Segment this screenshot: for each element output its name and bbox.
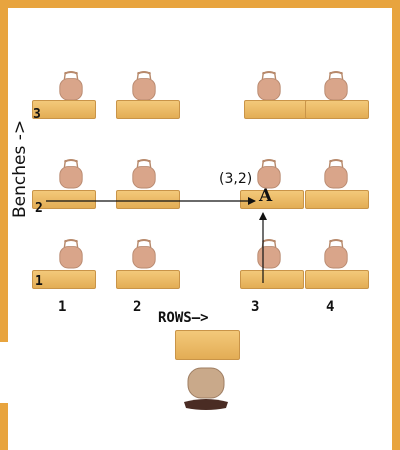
row-number-4: 4 — [326, 299, 335, 315]
desk-icon — [175, 330, 240, 360]
bench-icon — [305, 100, 369, 119]
wall-left-upper — [0, 0, 8, 342]
wall-left-lower — [0, 403, 8, 450]
bench-icon — [32, 270, 96, 289]
bench-icon — [240, 270, 304, 289]
bench-icon — [116, 270, 180, 289]
bench-number-3: 3 — [33, 107, 41, 122]
wall-top — [0, 0, 400, 8]
bench-icon — [305, 270, 369, 289]
bench-icon — [116, 190, 180, 209]
row-number-2: 2 — [133, 299, 142, 315]
highlight-coordinate: (3,2) — [219, 171, 253, 187]
bench-icon — [240, 190, 304, 209]
bench-number-2: 2 — [35, 201, 43, 216]
bench-icon — [32, 190, 96, 209]
bench-number-1: 1 — [35, 274, 43, 289]
bench-icon — [305, 190, 369, 209]
rows-axis-label: ROWS—> — [158, 310, 209, 326]
row-number-1: 1 — [58, 299, 67, 315]
bench-icon — [32, 100, 96, 119]
bench-icon — [116, 100, 180, 119]
row-number-3: 3 — [251, 299, 260, 315]
wall-right — [392, 0, 400, 450]
highlight-seat-letter: A — [259, 186, 273, 206]
